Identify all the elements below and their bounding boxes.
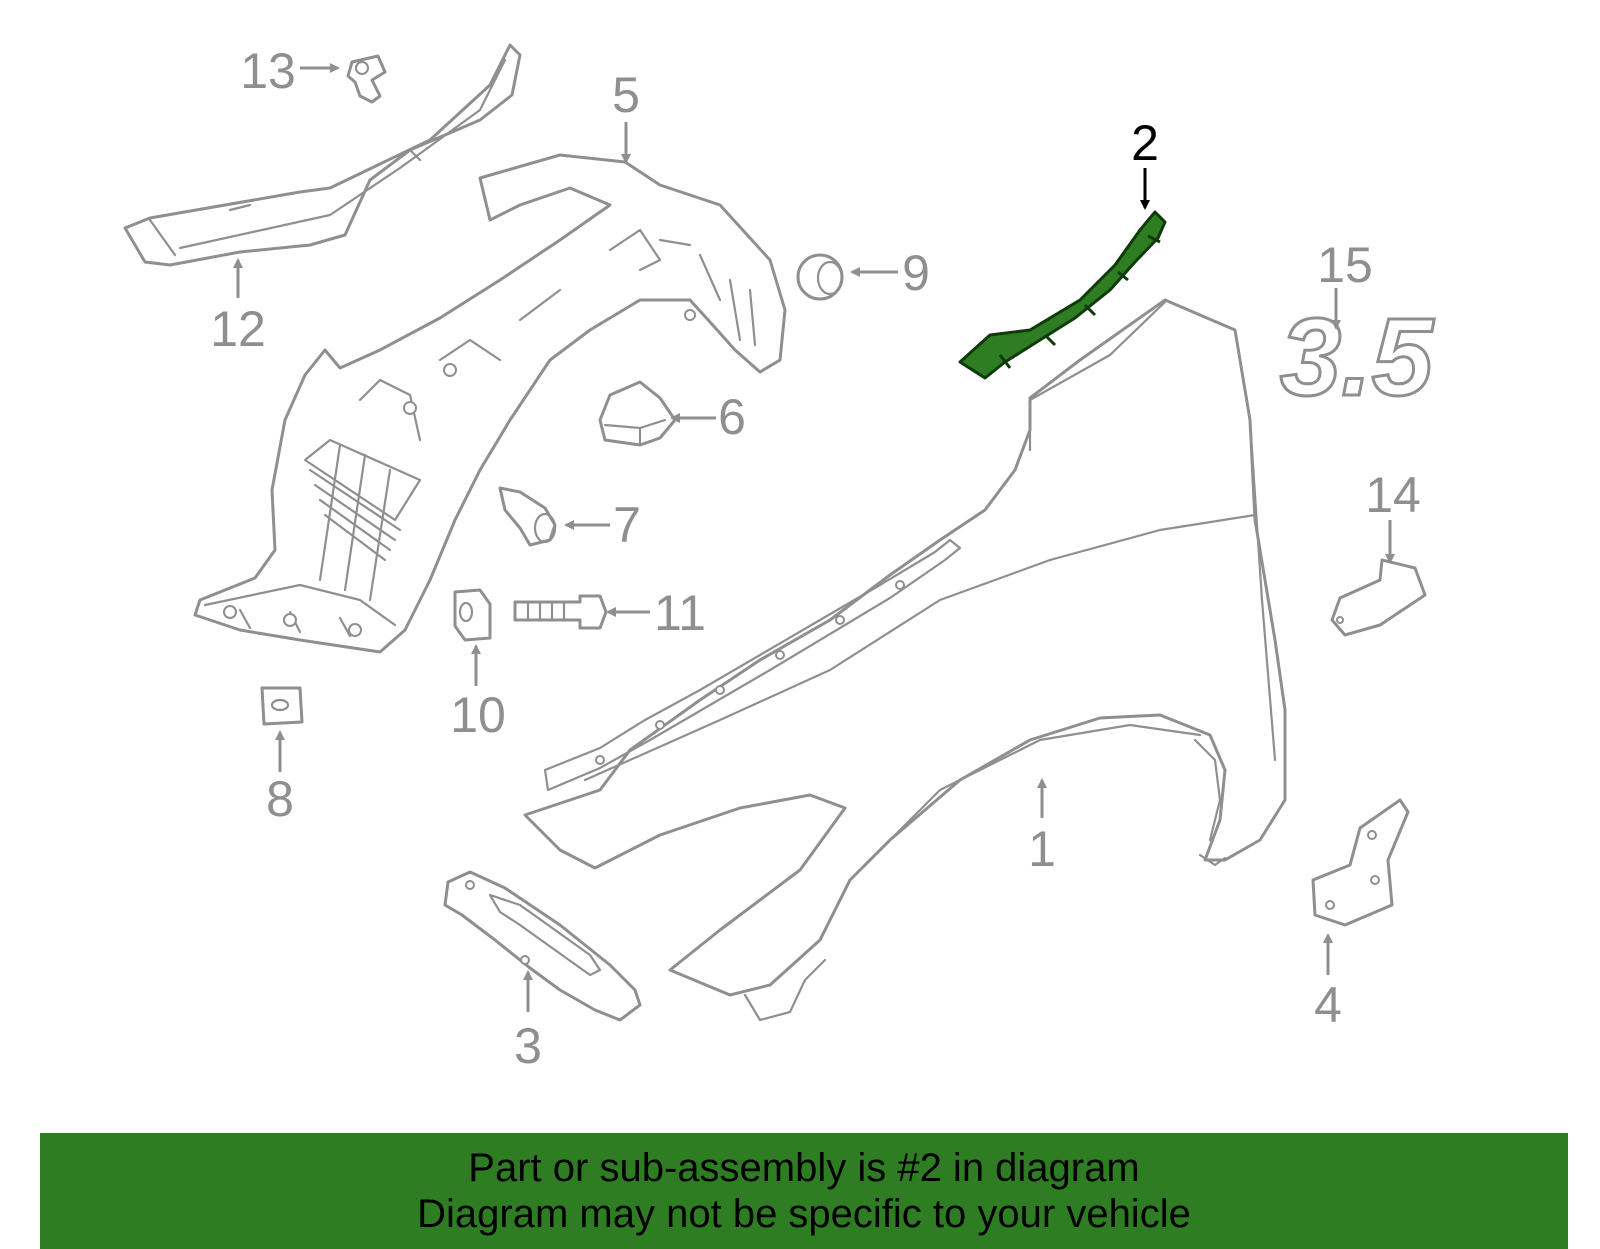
- callout-10: 10: [450, 687, 506, 743]
- part-3-lower-bracket[interactable]: [443, 870, 642, 1022]
- callout-8: 8: [266, 771, 294, 827]
- part-12-cowl-extension[interactable]: [123, 43, 522, 267]
- callout-6: 6: [718, 389, 746, 445]
- callout-14: 14: [1365, 467, 1421, 523]
- callout-11: 11: [654, 585, 706, 641]
- callout-3: 3: [514, 1018, 542, 1074]
- callout-12: 12: [210, 301, 266, 357]
- callout-13: 13: [240, 43, 296, 99]
- part-9-grommet[interactable]: [796, 253, 844, 301]
- part-14-bracket[interactable]: [1330, 558, 1427, 637]
- part-13-clip[interactable]: [346, 54, 387, 104]
- callout-labels: 1 2 3 4 5 6 7 8 9 10 11 12 13 14 15: [210, 43, 1421, 1074]
- part-11-bolt[interactable]: [513, 594, 608, 630]
- callout-9: 9: [902, 245, 930, 301]
- part-1-fender[interactable]: [523, 298, 1287, 1022]
- part-6-bracket[interactable]: [598, 380, 677, 447]
- part-4-hinge-bracket[interactable]: [1311, 798, 1410, 927]
- emblem-text: 3.5: [1280, 296, 1435, 419]
- callout-1: 1: [1028, 821, 1056, 877]
- part-8-nut-plate[interactable]: [260, 686, 304, 726]
- part-10-nut[interactable]: [453, 588, 492, 642]
- callout-7: 7: [613, 497, 641, 553]
- callout-4: 4: [1314, 977, 1342, 1033]
- part-5-fender-liner[interactable]: [193, 153, 787, 654]
- banner-line-2: Diagram may not be specific to your vehi…: [417, 1192, 1191, 1236]
- part-15-emblem[interactable]: 3.5: [1279, 295, 1437, 421]
- callout-arrows: [233, 63, 1395, 1012]
- part-2-fender-bracket[interactable]: [958, 210, 1167, 380]
- part-7-push-clip[interactable]: [498, 486, 557, 547]
- callout-5: 5: [612, 67, 640, 123]
- info-banner: Part or sub-assembly is #2 in diagram Di…: [40, 1133, 1568, 1249]
- banner-line-1: Part or sub-assembly is #2 in diagram: [468, 1146, 1140, 1190]
- callout-2: 2: [1131, 115, 1159, 171]
- callout-15: 15: [1317, 237, 1373, 293]
